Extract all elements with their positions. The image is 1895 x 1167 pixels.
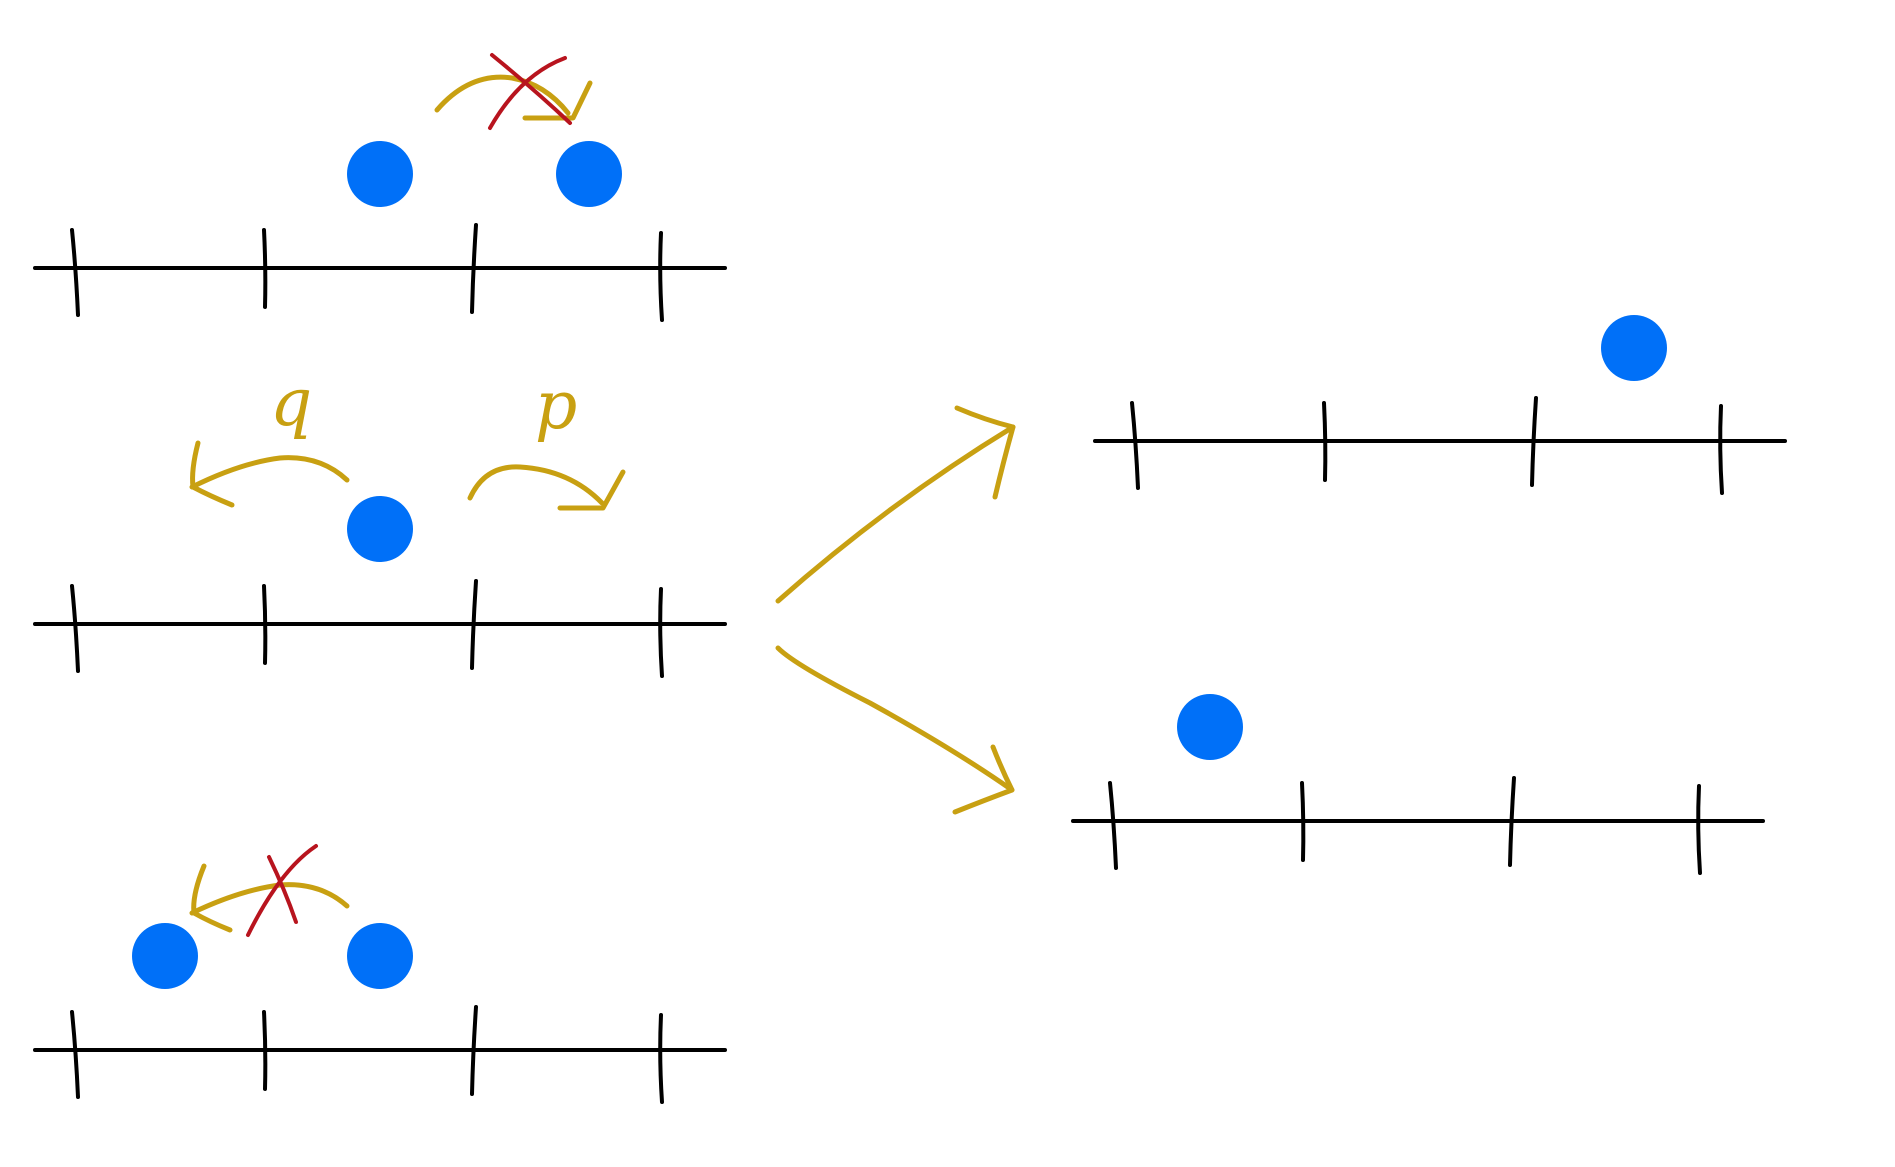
lattice-tick	[658, 1013, 664, 1104]
rate-label-q: q	[270, 364, 312, 441]
lattice-tick	[1108, 781, 1118, 870]
particle	[1177, 694, 1243, 760]
hop-arrow-left	[189, 455, 350, 490]
lattice-tick	[470, 223, 478, 314]
lattice-tick	[1130, 401, 1140, 490]
lattice-tick	[658, 587, 664, 678]
particle	[347, 141, 413, 207]
blocked-cross-icon	[246, 844, 318, 937]
arrow-head	[557, 469, 626, 511]
transition-arrow-up	[775, 405, 1016, 604]
hop-arrow-right	[467, 464, 605, 506]
blocked-cross-icon	[488, 56, 567, 130]
lattice-tick	[1508, 776, 1516, 867]
particle	[132, 923, 198, 989]
lattice-tick	[262, 228, 268, 309]
lattice-single-particle-hop: q p	[33, 364, 727, 678]
lattice-tick	[658, 231, 664, 322]
lattice-tick	[470, 1005, 478, 1096]
rate-label-p: p	[535, 367, 577, 444]
arrow-head	[190, 440, 235, 508]
particle	[347, 496, 413, 562]
lattice-blocked-right-jump	[33, 53, 727, 322]
blocked-cross-icon	[267, 855, 298, 924]
lattice-tick	[1696, 784, 1702, 875]
particle	[556, 141, 622, 207]
lattice-tick	[262, 1010, 268, 1091]
lattice-tick	[262, 584, 268, 665]
arrow-head	[191, 863, 233, 933]
lattice-tick	[70, 1010, 80, 1099]
transition-arrow-down	[775, 645, 1015, 815]
arrow-head	[522, 80, 593, 121]
lattice-tick	[1322, 401, 1328, 482]
lattice-tick	[1300, 781, 1306, 862]
lattice-tick	[1530, 396, 1538, 487]
lattice-tick	[1718, 404, 1724, 495]
lattice-tick	[470, 579, 478, 670]
blocked-cross-icon	[490, 53, 572, 125]
lattice-tick	[70, 228, 80, 317]
transition-arrow	[775, 645, 1015, 793]
arrow-head	[954, 405, 1016, 500]
particle	[347, 923, 413, 989]
hop-arrow-right	[434, 74, 571, 116]
lattice-tick	[70, 584, 80, 673]
transition-arrow	[775, 424, 1016, 604]
lattice-outcome-after-right-hop	[1093, 315, 1787, 495]
lattice-outcome-after-left-hop	[1071, 694, 1765, 875]
arrow-head	[952, 744, 1015, 815]
lattice-blocked-left-jump	[33, 844, 727, 1104]
particle	[1601, 315, 1667, 381]
